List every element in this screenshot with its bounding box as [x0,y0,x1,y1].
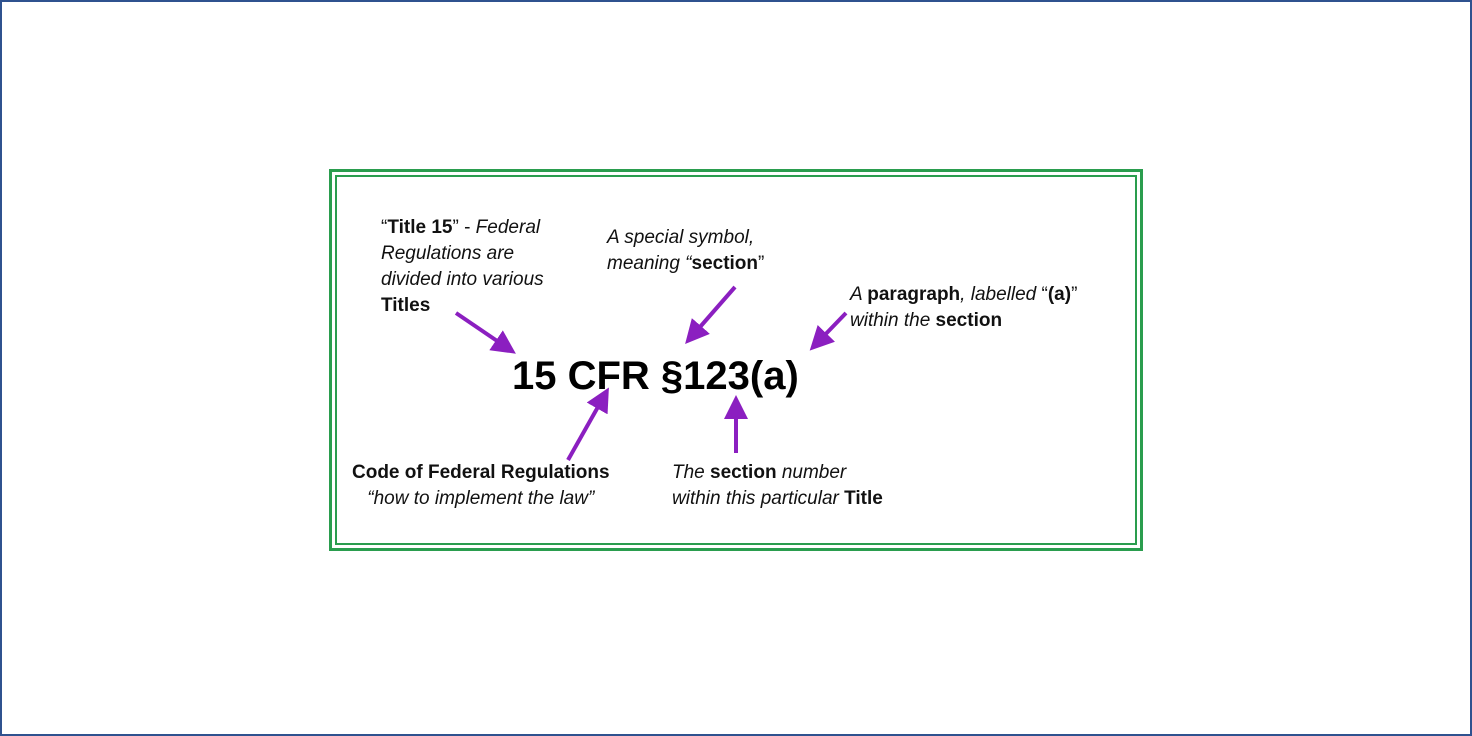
arrow-cfr [566,387,609,461]
title-annotation: “Title 15” - Federal Regulations are div… [381,217,544,316]
section-number-annotation: The section number within this particula… [672,462,883,509]
arrow-section-symbol [685,285,737,345]
section-symbol-annotation: A special symbol, meaning “section” [607,227,765,274]
diagram-box [329,169,1143,551]
diagram-box-inner-border [335,175,1137,545]
arrow-paragraph [809,311,848,351]
paragraph-annotation: A paragraph, labelled “(a)” within the s… [850,284,1078,331]
cfr-annotation: Code of Federal Regulations “how to impl… [352,462,610,509]
arrow-title [454,311,516,354]
citation-text: 15 CFR §123(a) [512,354,799,398]
